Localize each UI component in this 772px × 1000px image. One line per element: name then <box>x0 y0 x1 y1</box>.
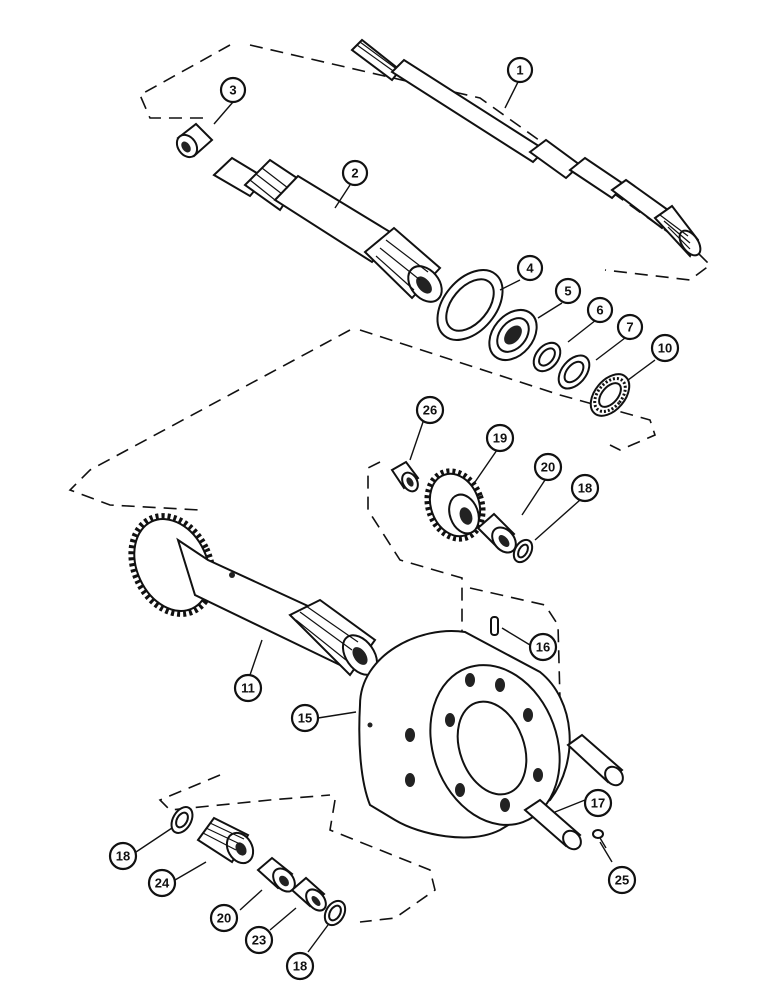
callout-26: 26 <box>415 395 445 425</box>
svg-text:3: 3 <box>229 83 236 98</box>
svg-text:20: 20 <box>217 911 231 926</box>
svg-text:20: 20 <box>541 460 555 475</box>
callout-10: 10 <box>650 333 680 363</box>
callout-6: 6 <box>586 296 614 324</box>
callout-2: 2 <box>341 159 369 187</box>
screw-part-25 <box>592 829 607 849</box>
svg-text:17: 17 <box>591 796 605 811</box>
shaft-part-2 <box>212 156 443 303</box>
washer-part-7 <box>557 354 591 390</box>
roll-pin-part-16 <box>490 616 499 636</box>
washer-part-4 <box>436 269 504 341</box>
callout-23: 23 <box>244 925 274 955</box>
callout-18-lower: 18 <box>285 951 315 981</box>
svg-text:26: 26 <box>423 403 437 418</box>
svg-text:18: 18 <box>293 959 307 974</box>
callout-20-lower: 20 <box>209 903 239 933</box>
callout-18-upper: 18 <box>570 473 600 503</box>
needle-bearing-part-20-lower <box>256 856 296 893</box>
callout-15: 15 <box>290 703 320 733</box>
callout-4: 4 <box>516 254 544 282</box>
needle-bearing-part-20-upper <box>476 512 517 554</box>
callout-11: 11 <box>233 673 263 703</box>
planet-gear-part-24 <box>196 816 255 865</box>
svg-text:23: 23 <box>252 933 266 948</box>
idler-gear-part-19 <box>424 468 486 542</box>
shaft-part-1 <box>350 38 702 258</box>
gear-shaft-part-11 <box>128 513 379 677</box>
callout-5: 5 <box>554 277 582 305</box>
spacer-part-23 <box>290 876 327 912</box>
washer-part-18-upper <box>512 538 534 564</box>
snap-ring-part-6 <box>532 341 562 373</box>
callout-17: 17 <box>583 788 613 818</box>
callout-16: 16 <box>528 632 558 662</box>
svg-text:7: 7 <box>626 320 633 335</box>
svg-text:16: 16 <box>536 640 550 655</box>
svg-text:1: 1 <box>516 63 523 78</box>
callout-25: 25 <box>607 865 637 895</box>
svg-text:4: 4 <box>526 261 534 276</box>
bushing-part-3 <box>175 122 214 159</box>
washer-part-18-lower <box>323 899 347 927</box>
svg-text:5: 5 <box>564 284 571 299</box>
svg-text:6: 6 <box>596 303 603 318</box>
callout-19: 19 <box>485 423 515 453</box>
group-outline-lower <box>158 774 436 923</box>
svg-text:19: 19 <box>493 431 507 446</box>
bearing-part-5 <box>488 308 538 362</box>
group-outline-input <box>68 329 656 511</box>
svg-text:24: 24 <box>155 876 170 891</box>
svg-text:10: 10 <box>658 341 672 356</box>
group-outline-idler <box>367 461 561 701</box>
callout-7: 7 <box>616 313 644 341</box>
callout-3: 3 <box>219 76 247 104</box>
svg-text:11: 11 <box>241 681 255 696</box>
callout-18-left: 18 <box>108 841 138 871</box>
leader-lines <box>135 81 656 953</box>
svg-text:18: 18 <box>578 481 592 496</box>
svg-text:25: 25 <box>615 873 629 888</box>
carrier-housing-part-15 <box>358 630 571 839</box>
svg-text:18: 18 <box>116 849 130 864</box>
pin-shaft-part-17 <box>523 733 624 851</box>
callout-24: 24 <box>147 868 177 898</box>
washer-part-18-left <box>170 806 194 834</box>
svg-text:15: 15 <box>298 711 312 726</box>
bushing-part-26 <box>390 460 420 493</box>
callout-20-upper: 20 <box>533 452 563 482</box>
thrust-bearing-part-10 <box>589 373 631 417</box>
callout-1: 1 <box>506 56 534 84</box>
svg-text:2: 2 <box>351 166 358 181</box>
